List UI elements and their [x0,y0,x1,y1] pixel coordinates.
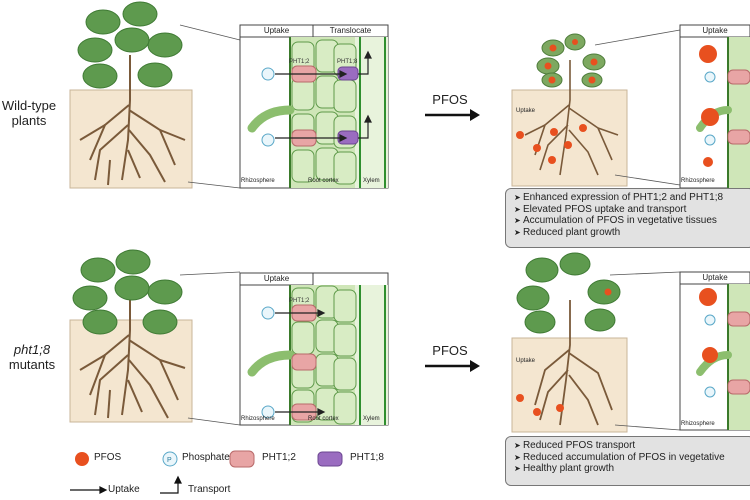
svg-text:P: P [167,457,172,464]
phosphate-icon [704,386,716,398]
outcome-item: Elevated PFOS uptake and transport [514,204,748,216]
outcome-item: Enhanced expression of PHT1;2 and PHT1;8 [514,192,748,204]
pfos-particles [516,39,598,164]
mutant-outcome-box: Reduced PFOS transport Reduced accumulat… [505,436,750,486]
svg-text:PHT1;2: PHT1;2 [289,59,310,65]
legend-pht18: PHT1;8 [350,452,384,463]
phosphate-icon [704,134,716,146]
phosphate-icon [261,405,275,419]
pfos-particles [516,288,612,416]
soil-label-bottom: Uptake [516,358,536,364]
pfos-particles [699,288,718,363]
wildtype-outcome-box: Enhanced expression of PHT1;2 and PHT1;8… [505,188,750,248]
phosphate-icon [704,71,716,83]
wildtype-plant [69,1,241,189]
pfos-legend-icon [75,452,89,466]
uptake-header-bottom: Uptake [263,274,290,283]
root-cortex-label-top: Root cortex [308,178,339,184]
pht12-legend-icon [229,450,255,468]
phosphate-legend-icon [162,451,178,467]
legend-uptake: Uptake [108,484,140,495]
root-cortex-label-bottom: Root cortex [308,416,339,422]
wildtype-cell-panel: PHT1;2 PHT1;8 [239,24,389,189]
mutant-plant [69,249,241,426]
transport-arrow-icon [160,475,182,494]
uptake-header-right-bottom: Uptake [702,273,728,282]
pfos-arrow-bottom [425,360,480,372]
rhizosphere-label-top: Rhizosphere [241,178,275,184]
rhizosphere-label-right-top: Rhizosphere [681,178,715,184]
pfos-arrow-bottom-label: PFOS [432,343,468,358]
outcome-item: Reduced PFOS transport [514,440,748,452]
exposed-mutant-leaves [516,252,621,334]
xylem-label-bottom: Xylem [363,416,380,422]
legend-graphics: P [70,450,343,494]
outcome-item: Reduced plant growth [514,227,748,239]
exposed-mutant-plant [511,252,681,433]
phosphate-icon [704,314,716,326]
legend-pht12: PHT1;2 [262,452,296,463]
xylem-label-top: Xylem [363,178,380,184]
pfos-arrow-top-label: PFOS [432,92,468,107]
pht18-legend-icon [317,451,343,467]
legend-phosphate: Phosphate [182,452,230,463]
wildtype-label: Wild-type plants [1,98,57,128]
uptake-header-top: Uptake [263,26,290,35]
svg-text:PHT1;2: PHT1;2 [289,298,310,304]
legend-transport: Transport [188,484,231,495]
phosphate-icon [261,133,275,147]
outcome-item: Reduced accumulation of PFOS in vegetati… [514,452,748,464]
mutant-cell-panel: PHT1;2 [239,272,389,426]
translocate-header-top: Translocate [329,26,372,35]
rhizosphere-label-right-bottom: Rhizosphere [681,421,715,427]
rhizosphere-label-bottom: Rhizosphere [241,416,275,422]
uptake-arrow-icon [70,486,108,494]
soil-label-top: Uptake [516,108,536,114]
exposed-mutant-cell-panel [679,271,750,431]
svg-text:PHT1;8: PHT1;8 [337,59,358,65]
pfos-arrow-top [425,109,480,121]
mutant-label: pht1;8 mutants [8,342,56,372]
outcome-item: Healthy plant growth [514,463,748,475]
uptake-header-right-top: Uptake [702,26,728,35]
pfos-particles [699,45,719,167]
phosphate-icon [261,67,275,81]
phosphate-icon [261,306,275,320]
legend-pfos: PFOS [94,452,122,463]
exposed-wildtype-plant [511,29,681,187]
outcome-item: Accumulation of PFOS in vegetative tissu… [514,215,748,227]
exposed-wildtype-cell-panel [679,24,750,189]
